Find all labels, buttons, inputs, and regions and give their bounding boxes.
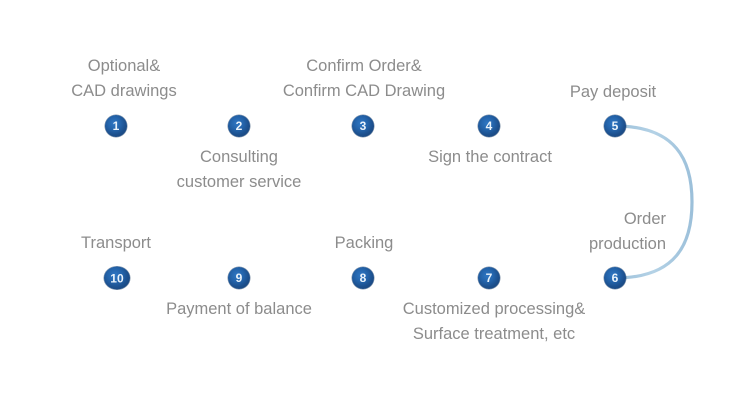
step-node-1-number: 1: [112, 119, 120, 133]
step-caption-1: Optional& CAD drawings: [71, 57, 177, 100]
step-node-7-number: 7: [485, 271, 493, 285]
step-node-3-number: 3: [359, 119, 367, 133]
step-node-9-number: 9: [235, 271, 243, 285]
step-node-5-number: 5: [611, 119, 619, 133]
step-node-7[interactable]: 7: [478, 267, 500, 289]
step-node-5[interactable]: 5: [604, 115, 626, 137]
step-caption-8: Packing: [334, 234, 394, 252]
step-node-8[interactable]: 8: [352, 267, 374, 289]
step-node-4-number: 4: [485, 119, 493, 133]
step-node-1[interactable]: 1: [105, 115, 127, 137]
step-caption-4: Sign the contract: [428, 148, 552, 166]
step-caption-7: Customized processing& Surface treatment…: [402, 300, 586, 343]
step-caption-2: Consulting customer service: [176, 148, 302, 191]
step-node-8-number: 8: [359, 271, 367, 285]
step-node-6-number: 6: [611, 271, 619, 285]
step-caption-10: Transport: [81, 234, 151, 252]
step-node-10[interactable]: 10: [104, 266, 130, 290]
step-node-2-number: 2: [235, 119, 243, 133]
step-node-4[interactable]: 4: [478, 115, 500, 137]
connector-loop-arc: [613, 124, 694, 280]
step-node-3[interactable]: 3: [352, 115, 374, 137]
step-caption-5: Pay deposit: [569, 83, 657, 101]
step-node-6[interactable]: 6: [604, 267, 626, 289]
step-node-2[interactable]: 2: [228, 115, 250, 137]
step-caption-6: Order production: [588, 210, 666, 253]
step-node-9[interactable]: 9: [228, 267, 250, 289]
step-caption-9: Payment of balance: [166, 300, 312, 318]
step-caption-3: Confirm Order& Confirm CAD Drawing: [282, 57, 446, 100]
step-node-10-number: 10: [110, 271, 124, 285]
